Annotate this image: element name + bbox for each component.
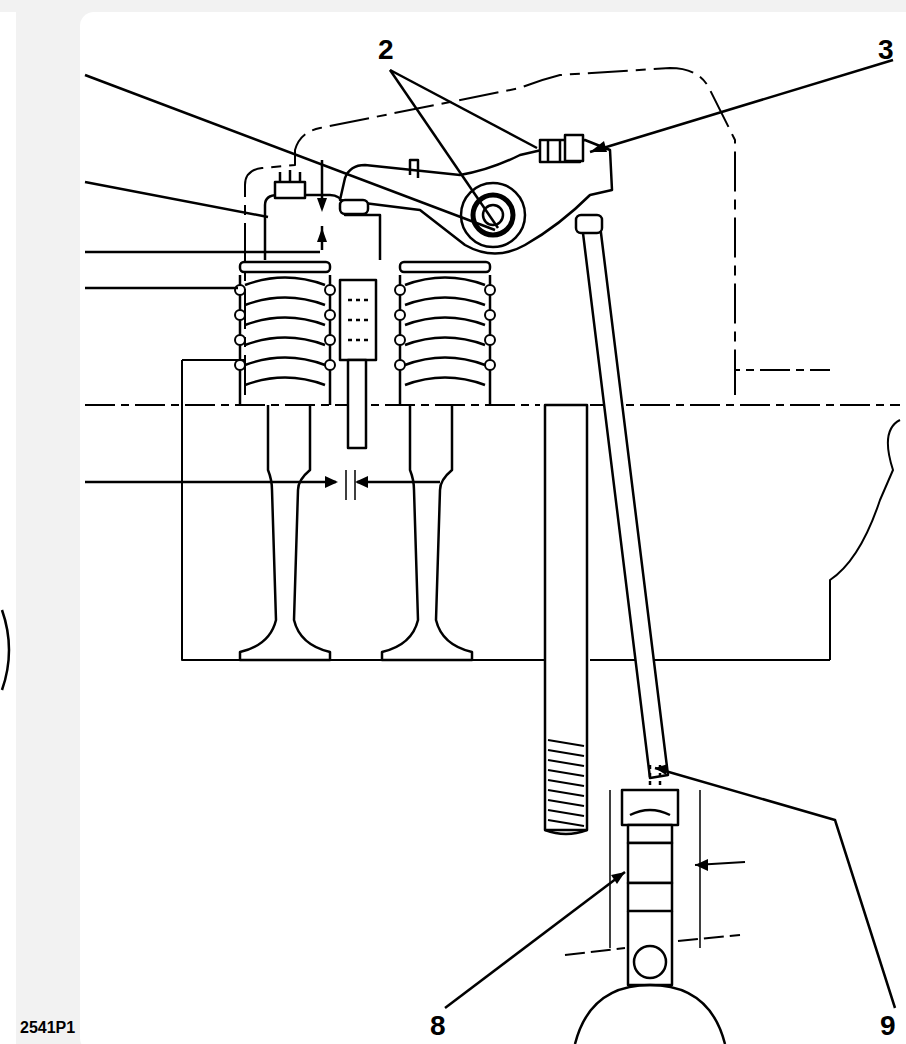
callout-number: 2 xyxy=(378,36,394,64)
callout-number: 3 xyxy=(878,36,894,64)
figure-number: 2541P1 xyxy=(20,1020,75,1036)
callout-number: 9 xyxy=(880,1012,896,1040)
callout-number: 8 xyxy=(430,1012,446,1040)
